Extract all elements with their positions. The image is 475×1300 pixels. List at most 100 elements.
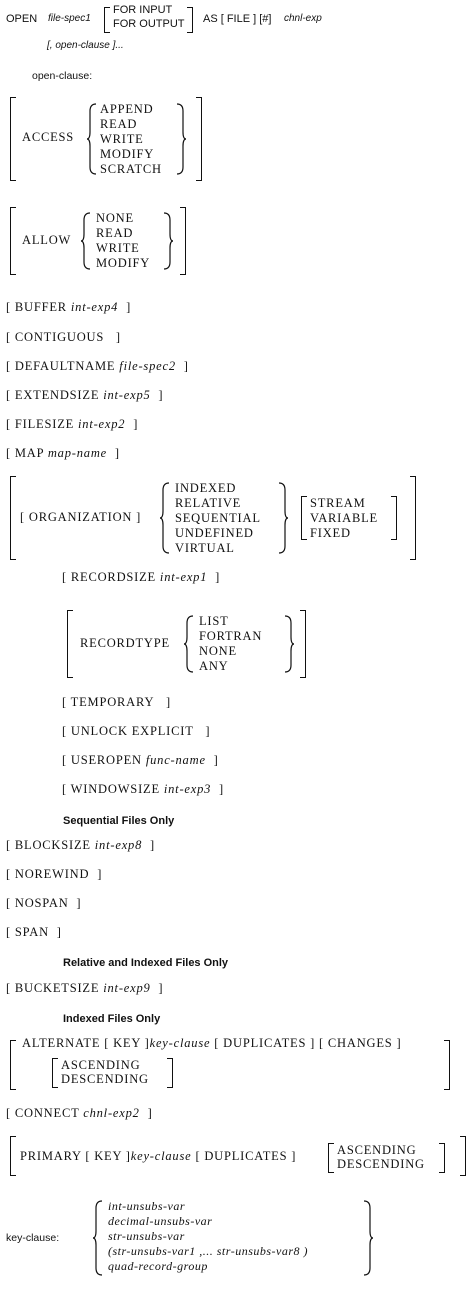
brace-recordtype-right bbox=[284, 615, 295, 673]
access-keyword: ACCESS bbox=[22, 130, 75, 144]
allow-option: READ bbox=[96, 226, 134, 240]
alternate-order-option: DESCENDING bbox=[61, 1072, 149, 1086]
brace-recordtype-left bbox=[183, 615, 194, 673]
organization-format: VARIABLE bbox=[310, 511, 378, 525]
recordtype-option: LIST bbox=[199, 614, 229, 628]
bracket-recordtype-left bbox=[67, 610, 73, 678]
chnl-exp: chnl-exp bbox=[284, 13, 322, 24]
primary-key-clause: key-clause bbox=[130, 1149, 192, 1163]
norewind-clause: [ NOREWIND ] bbox=[6, 867, 103, 881]
bracket-alternate-order-right bbox=[167, 1058, 173, 1088]
open-keyword: OPEN bbox=[6, 13, 38, 25]
map-keyword: MAP bbox=[14, 446, 44, 460]
for-output-option: FOR OUTPUT bbox=[113, 18, 185, 30]
organization-type: VIRTUAL bbox=[175, 541, 235, 555]
primary-keyword: PRIMARY bbox=[20, 1149, 82, 1163]
recordsize-arg: int-exp1 bbox=[159, 570, 208, 584]
bracket-format-left bbox=[301, 496, 307, 540]
connect-arg: chnl-exp2 bbox=[83, 1106, 140, 1120]
bracket-access-left bbox=[10, 97, 16, 181]
bracket-alternate-right bbox=[444, 1040, 450, 1090]
brace-organization-right bbox=[278, 482, 289, 554]
allow-option: WRITE bbox=[96, 241, 140, 255]
extendsize-arg: int-exp5 bbox=[103, 388, 151, 402]
organization-types: INDEXED RELATIVE SEQUENTIAL UNDEFINED VI… bbox=[175, 481, 261, 556]
filesize-arg: int-exp2 bbox=[78, 417, 126, 431]
relative-indexed-heading: Relative and Indexed Files Only bbox=[63, 957, 229, 969]
blocksize-arg: int-exp8 bbox=[94, 838, 143, 852]
buffer-arg: int-exp4 bbox=[70, 300, 119, 314]
organization-type: SEQUENTIAL bbox=[175, 511, 261, 525]
indexed-heading: Indexed Files Only bbox=[63, 1013, 161, 1025]
norewind-keyword: NOREWIND bbox=[14, 867, 90, 881]
sequential-heading: Sequential Files Only bbox=[63, 815, 175, 827]
primary-order-option: ASCENDING bbox=[337, 1143, 417, 1157]
key-clause-option: quad-record-group bbox=[108, 1259, 208, 1273]
useropen-arg: func-name bbox=[145, 753, 206, 767]
primary-key: [ KEY ] bbox=[85, 1149, 131, 1163]
buffer-keyword: BUFFER bbox=[14, 300, 67, 314]
brace-organization-left bbox=[159, 482, 170, 554]
bracket-alternate-left bbox=[10, 1040, 16, 1090]
allow-option: NONE bbox=[96, 211, 134, 225]
nospan-keyword: NOSPAN bbox=[14, 896, 69, 910]
organization-format: FIXED bbox=[310, 526, 351, 540]
bucketsize-keyword: BUCKETSIZE bbox=[14, 981, 100, 995]
contiguous-keyword: CONTIGUOUS bbox=[14, 330, 105, 344]
brace-allow-left bbox=[80, 212, 91, 270]
access-option: WRITE bbox=[100, 132, 144, 146]
bracket-organization-right bbox=[410, 476, 416, 560]
primary-orders: ASCENDING DESCENDING bbox=[337, 1143, 425, 1171]
key-clause-options: int-unsubs-var decimal-unsubs-var str-un… bbox=[108, 1199, 308, 1274]
key-clause-option: int-unsubs-var bbox=[108, 1199, 185, 1213]
bracket-alternate-order-left bbox=[52, 1058, 58, 1088]
recordtype-option: NONE bbox=[199, 644, 237, 658]
brace-allow-right bbox=[163, 212, 174, 270]
for-mode-stack: FOR INPUT FOR OUTPUT bbox=[113, 3, 185, 31]
windowsize-keyword: WINDOWSIZE bbox=[70, 782, 160, 796]
nospan-clause: [ NOSPAN ] bbox=[6, 896, 82, 910]
alternate-line: ALTERNATE [ KEY ]key-clause [ DUPLICATES… bbox=[22, 1036, 401, 1051]
blocksize-clause: [ BLOCKSIZE int-exp8 ] bbox=[6, 838, 155, 852]
alternate-keyword: ALTERNATE bbox=[22, 1036, 101, 1050]
bracket-format-right bbox=[391, 496, 397, 540]
defaultname-keyword: DEFAULTNAME bbox=[14, 359, 116, 373]
connect-keyword: CONNECT bbox=[14, 1106, 80, 1120]
bracket-primary-order-right bbox=[439, 1143, 445, 1173]
access-option: MODIFY bbox=[100, 147, 155, 161]
filesize-keyword: FILESIZE bbox=[14, 417, 75, 431]
key-clause-option: (str-unsubs-var1 ,... str-unsubs-var8 ) bbox=[108, 1244, 309, 1258]
recordtype-option: ANY bbox=[199, 659, 229, 673]
brace-key-clause-left bbox=[92, 1200, 103, 1276]
for-input-option: FOR INPUT bbox=[113, 4, 173, 16]
map-arg: map-name bbox=[47, 446, 108, 460]
recordtype-option: FORTRAN bbox=[199, 629, 263, 643]
bucketsize-arg: int-exp9 bbox=[103, 981, 151, 995]
span-clause: [ SPAN ] bbox=[6, 925, 62, 939]
alternate-orders: ASCENDING DESCENDING bbox=[61, 1058, 149, 1086]
alternate-key-clause: key-clause bbox=[149, 1036, 211, 1050]
blocksize-keyword: BLOCKSIZE bbox=[14, 838, 91, 852]
bracket-allow-right bbox=[180, 207, 186, 275]
access-option: APPEND bbox=[100, 102, 154, 116]
bracket-access-right bbox=[196, 97, 202, 181]
unlock-explicit-clause: [ UNLOCK EXPLICIT ] bbox=[62, 724, 211, 738]
span-keyword: SPAN bbox=[14, 925, 49, 939]
bracket-recordtype-right bbox=[300, 610, 306, 678]
alternate-duplicates: [ DUPLICATES ] bbox=[214, 1036, 316, 1050]
bracket-organization-left bbox=[10, 476, 16, 560]
bracket-primary-order-left bbox=[328, 1143, 334, 1173]
primary-duplicates: [ DUPLICATES ] bbox=[195, 1149, 297, 1163]
access-option: SCRATCH bbox=[100, 162, 162, 176]
access-option: READ bbox=[100, 117, 138, 131]
key-clause-label: key-clause: bbox=[6, 1232, 60, 1244]
brace-access-right bbox=[176, 103, 187, 175]
windowsize-arg: int-exp3 bbox=[163, 782, 212, 796]
extendsize-clause: [ EXTENDSIZE int-exp5 ] bbox=[6, 388, 164, 402]
brace-key-clause-right bbox=[363, 1200, 374, 1276]
alternate-key: [ KEY ] bbox=[104, 1036, 150, 1050]
recordtype-keyword: RECORDTYPE bbox=[80, 636, 170, 650]
useropen-clause: [ USEROPEN func-name ] bbox=[62, 753, 219, 767]
defaultname-clause: [ DEFAULTNAME file-spec2 ] bbox=[6, 359, 189, 373]
organization-keyword: ORGANIZATION bbox=[28, 510, 133, 524]
